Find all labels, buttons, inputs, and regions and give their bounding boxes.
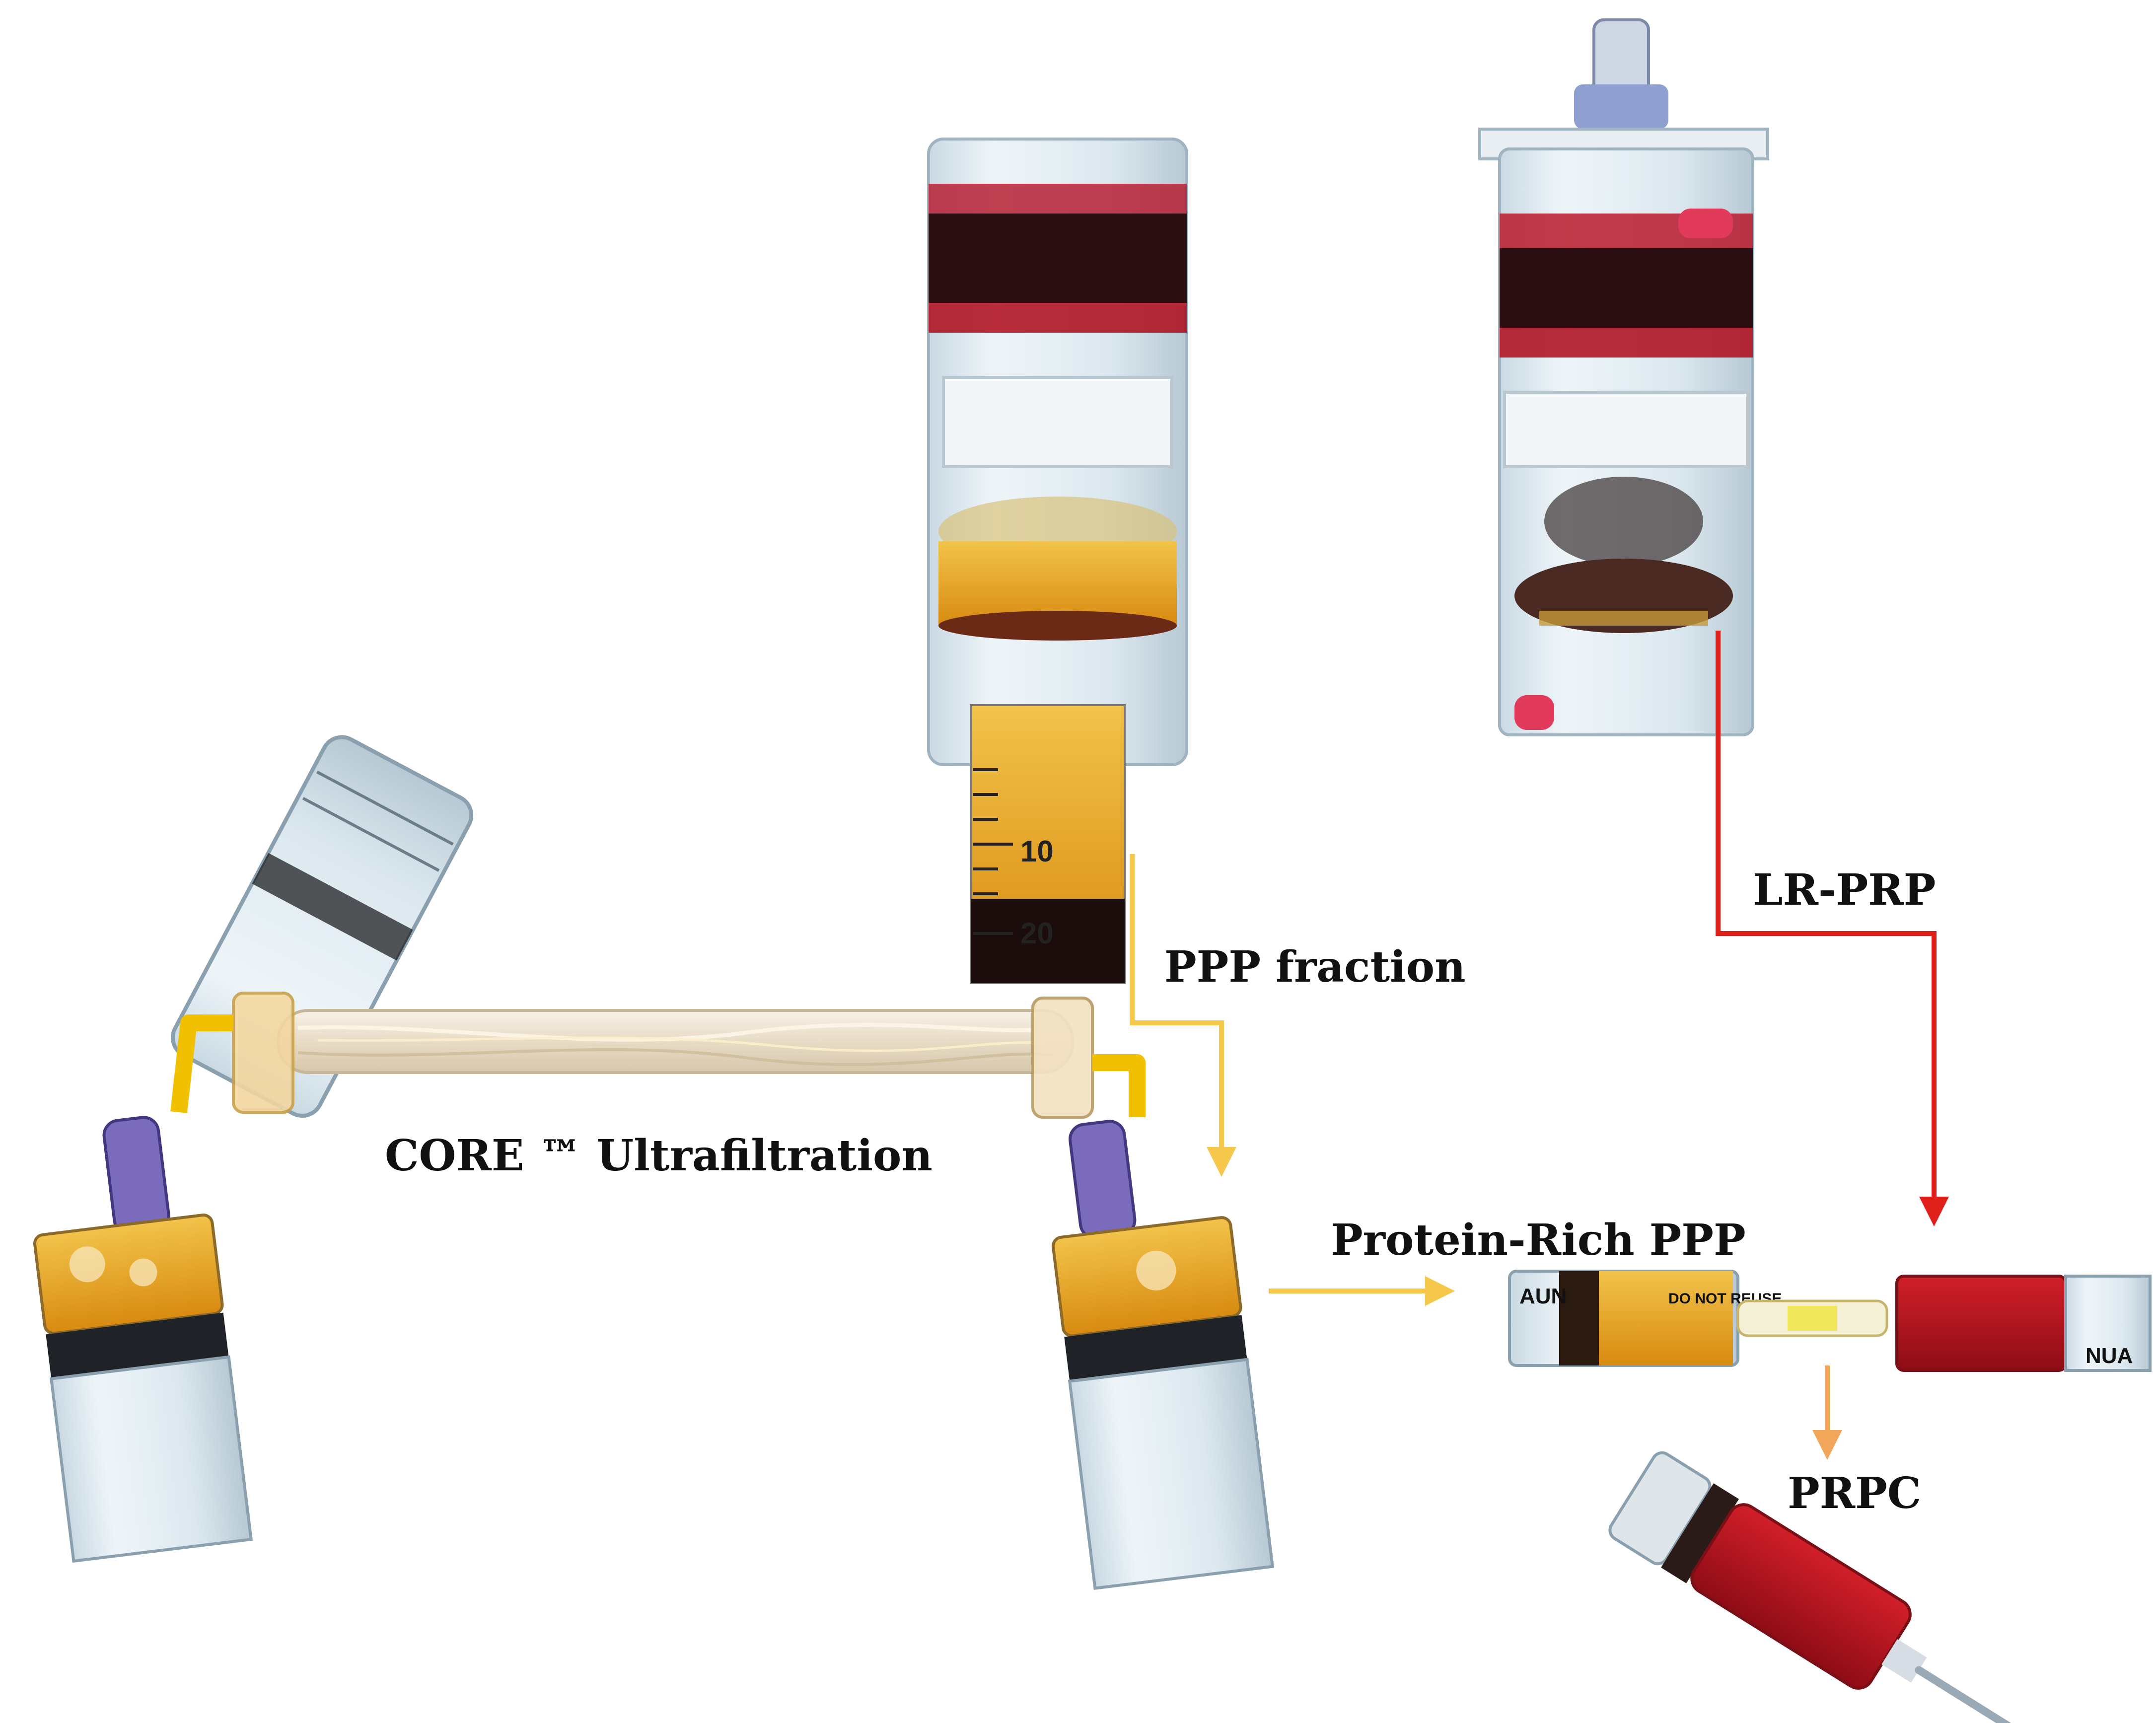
ppp-arrow	[1130, 854, 1236, 1177]
prpc-label: PRPC	[1788, 1468, 1922, 1518]
center-collection-syringe	[1051, 1120, 1275, 1590]
lr-prp-label: LR-PRP	[1753, 865, 1936, 915]
core-device-lr-prp	[1478, 18, 1769, 736]
mixing-syringes: AUN DO NOT REUSE NUA	[1508, 1270, 2152, 1372]
tube-scale-ticks	[973, 768, 1013, 935]
tube-mark-20: 20	[1020, 917, 1054, 950]
ultrafiltration-cartridge	[170, 992, 1146, 1119]
protein-rich-ppp-label: Protein-Rich PPP	[1331, 1215, 1746, 1265]
core-device-ppp: 10 20	[927, 138, 1188, 984]
ppp-fraction-label: PPP fraction	[1164, 942, 1466, 992]
tube-mark-10: 10	[1020, 835, 1054, 868]
syringe-brand-left: AUN	[1519, 1284, 1567, 1308]
syringe-brand-right: NUA	[2085, 1344, 2133, 1368]
core-ultrafiltration-label: CORE ™ Ultrafiltration	[385, 1131, 933, 1181]
lr-prp-arrow	[1716, 631, 1949, 1226]
left-collection-syringe	[33, 1116, 253, 1563]
prpc-syringe	[1608, 1451, 2062, 1723]
